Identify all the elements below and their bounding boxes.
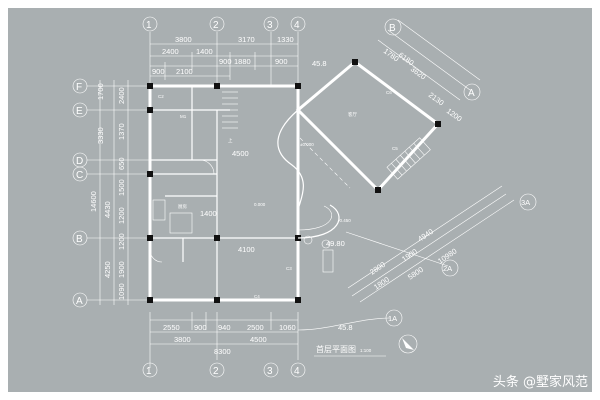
axis-wing-A: A [468, 88, 475, 99]
left-inner-7: 1900 [117, 261, 126, 278]
axis-left-E: E [76, 106, 83, 117]
top-dim-3: 1330 [277, 35, 294, 44]
bot-detail-3: 940 [218, 323, 231, 332]
axis-left-F: F [76, 82, 82, 93]
axis-top-4: 4 [294, 20, 300, 31]
label-c5: C5 [392, 146, 398, 151]
wing-dim-4: 2130 [427, 90, 446, 107]
top-detail-3: 900 [219, 57, 232, 66]
axis-bottom-4: 4 [294, 366, 300, 377]
bot-detail-4: 2500 [247, 323, 264, 332]
left-inner-1: 2400 [117, 87, 126, 104]
axis-left-B: B [76, 234, 83, 245]
label-room-1: 厨房 [178, 203, 187, 210]
left-inner-8: 1090 [117, 283, 126, 300]
lr-dim-6: 5800 [406, 265, 425, 282]
label-c4: C4 [254, 294, 260, 299]
axis-bottom-1: 1 [146, 366, 152, 377]
building-walls [147, 83, 340, 303]
lower-right-dimensions: 2800 4940 10980 1900 1800 5800 2A 3A 1A [345, 185, 537, 327]
top-detail-4: 1880 [234, 57, 251, 66]
axis-left-A: A [76, 296, 83, 307]
top-axis-bubbles: 1 2 3 4 [142, 16, 306, 32]
label-m1: M1 [180, 114, 187, 119]
plan-title: 首层平面图 [316, 344, 356, 354]
axis-bottom-2: 2 [213, 366, 219, 377]
room-annotations: C2 M1 C3 C4 C5 C6 上 厨房 客厅 ±0.000 -0.450 … [158, 90, 398, 299]
left-inner-6: 1200 [117, 233, 126, 250]
north-arrow-pointer-icon [402, 338, 414, 350]
left-inner-2: 1370 [117, 123, 126, 140]
north-arrow-icon [398, 334, 418, 354]
top-detail-5: 900 [275, 57, 288, 66]
bottom-dimensions: 2550 900 940 2500 1060 3800 4500 8300 45… [142, 59, 391, 378]
mid-dim-2: 4100 [238, 245, 255, 254]
label-c3: C3 [286, 266, 292, 271]
label-stair: 上 [228, 137, 233, 143]
axis-wing-B: B [389, 23, 396, 34]
axis-lr-1A: 1A [388, 314, 397, 323]
left-axis-bubbles: F E D C B A 1700 3330 14600 4430 4250 24… [72, 78, 150, 308]
left-inner-5: 1200 [117, 207, 126, 224]
left-dim-2: 3330 [96, 127, 105, 144]
bot-total: 8300 [214, 347, 231, 356]
lr-dim-4: 1900 [400, 247, 419, 264]
lr-dim-5: 1800 [372, 275, 391, 292]
label-c6: C6 [386, 90, 392, 95]
axis-top-3: 3 [267, 20, 273, 31]
angle-mark-1: 45.8 [338, 323, 353, 332]
plan-scale: 1:100 [360, 348, 372, 353]
level-2: -0.450 [338, 218, 351, 223]
label-c2: C2 [158, 94, 164, 99]
left-inner-3: 650 [117, 157, 126, 170]
top-sub-2: 2100 [176, 67, 193, 76]
left-dim-3: 14600 [89, 191, 98, 212]
top-dimensions: 3800 3170 1330 2400 1400 900 1880 900 90… [149, 32, 299, 86]
wing-dim-5: 1200 [445, 106, 464, 123]
bot-detail-5: 1060 [279, 323, 296, 332]
axis-left-D: D [76, 156, 83, 167]
axis-bottom-3: 3 [267, 366, 273, 377]
lr-dim-1: 2800 [368, 260, 387, 277]
axis-lr-3A: 3A [521, 198, 530, 207]
axis-top-2: 2 [213, 20, 219, 31]
top-detail-1: 2400 [162, 47, 179, 56]
lr-dim-2: 4940 [416, 227, 435, 244]
axis-lr-2A: 2A [443, 264, 452, 273]
level-4: 0.000 [254, 202, 266, 207]
drawing-title: 首层平面图 1:100 [314, 334, 418, 357]
left-dim-1: 1700 [96, 83, 105, 100]
top-sub-1: 900 [152, 67, 165, 76]
left-inner-4: 1500 [117, 179, 126, 196]
bot-detail-1: 2550 [163, 323, 180, 332]
label-room-2: 客厅 [348, 111, 357, 118]
angle-mark-2: 45.8 [312, 59, 327, 68]
top-dim-1: 3800 [175, 35, 192, 44]
wing-dim-3: 3620 [409, 64, 428, 81]
left-dim-4: 4430 [103, 201, 112, 218]
level-3: 49.80 [326, 239, 345, 248]
rotated-wing: 1780 6180 3620 2130 1200 B A [295, 18, 481, 193]
bot-mid-2: 4500 [250, 335, 267, 344]
axis-left-C: C [76, 170, 83, 181]
mid-dim-3: 1400 [200, 209, 217, 218]
level-1: ±0.000 [300, 142, 314, 147]
top-dim-2: 3170 [238, 35, 255, 44]
mid-dim-1: 4500 [232, 149, 249, 158]
watermark: 头条 @墅家风范 [492, 375, 588, 390]
drawing-background [8, 8, 592, 392]
left-dim-5: 4250 [103, 261, 112, 278]
top-detail-2: 1400 [196, 47, 213, 56]
bot-detail-2: 900 [194, 323, 207, 332]
bot-mid-1: 3800 [174, 335, 191, 344]
axis-top-1: 1 [146, 20, 152, 31]
